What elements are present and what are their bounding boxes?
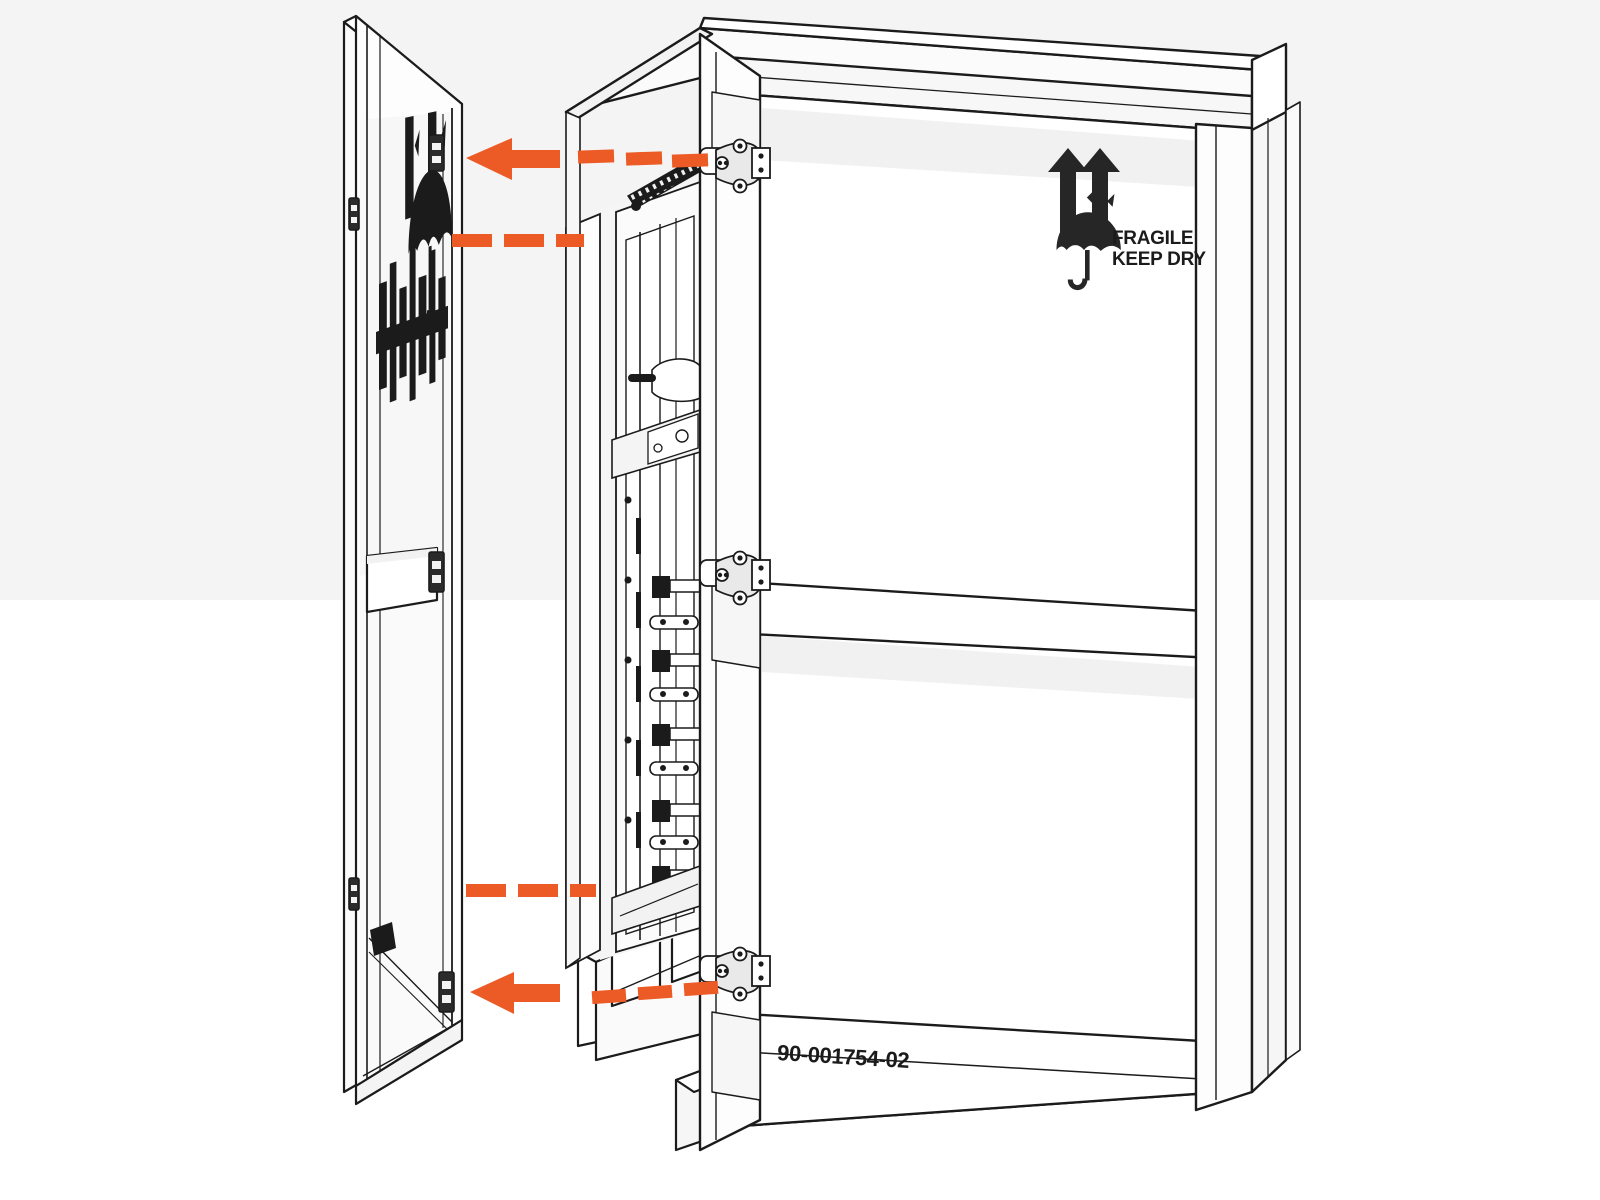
draw-latches	[699, 138, 771, 1002]
umbrella-keep-dry-icon	[1056, 190, 1121, 291]
interior-equipment-rack	[565, 175, 703, 970]
door-catch-bottom	[438, 971, 455, 1013]
brand-logo-mark	[375, 244, 449, 403]
crate-face-markings	[1048, 148, 1121, 291]
door-printed-markings	[375, 108, 452, 403]
fragile-label-line1: FRAGILE	[1112, 228, 1194, 249]
draw-latch-middle	[699, 550, 771, 606]
removal-dash-lower	[466, 884, 596, 897]
door-bottom-marking	[370, 922, 396, 956]
removal-dash-upper	[452, 234, 584, 247]
removal-arrow-top	[466, 138, 709, 180]
removal-arrow-bottom	[470, 972, 719, 1014]
door-catch-top	[428, 134, 445, 172]
door-catch-mid	[428, 551, 445, 593]
draw-latch-bottom	[699, 946, 771, 1002]
door-catch-lower	[348, 877, 360, 911]
crate-body	[564, 16, 1301, 1152]
removal-arrows	[452, 138, 719, 1014]
up-arrows-icon	[1048, 148, 1120, 236]
fragile-label-line2: KEEP DRY	[1112, 249, 1206, 270]
door-catch-upper-mid	[348, 197, 360, 231]
door-catch-plates	[348, 134, 455, 1013]
